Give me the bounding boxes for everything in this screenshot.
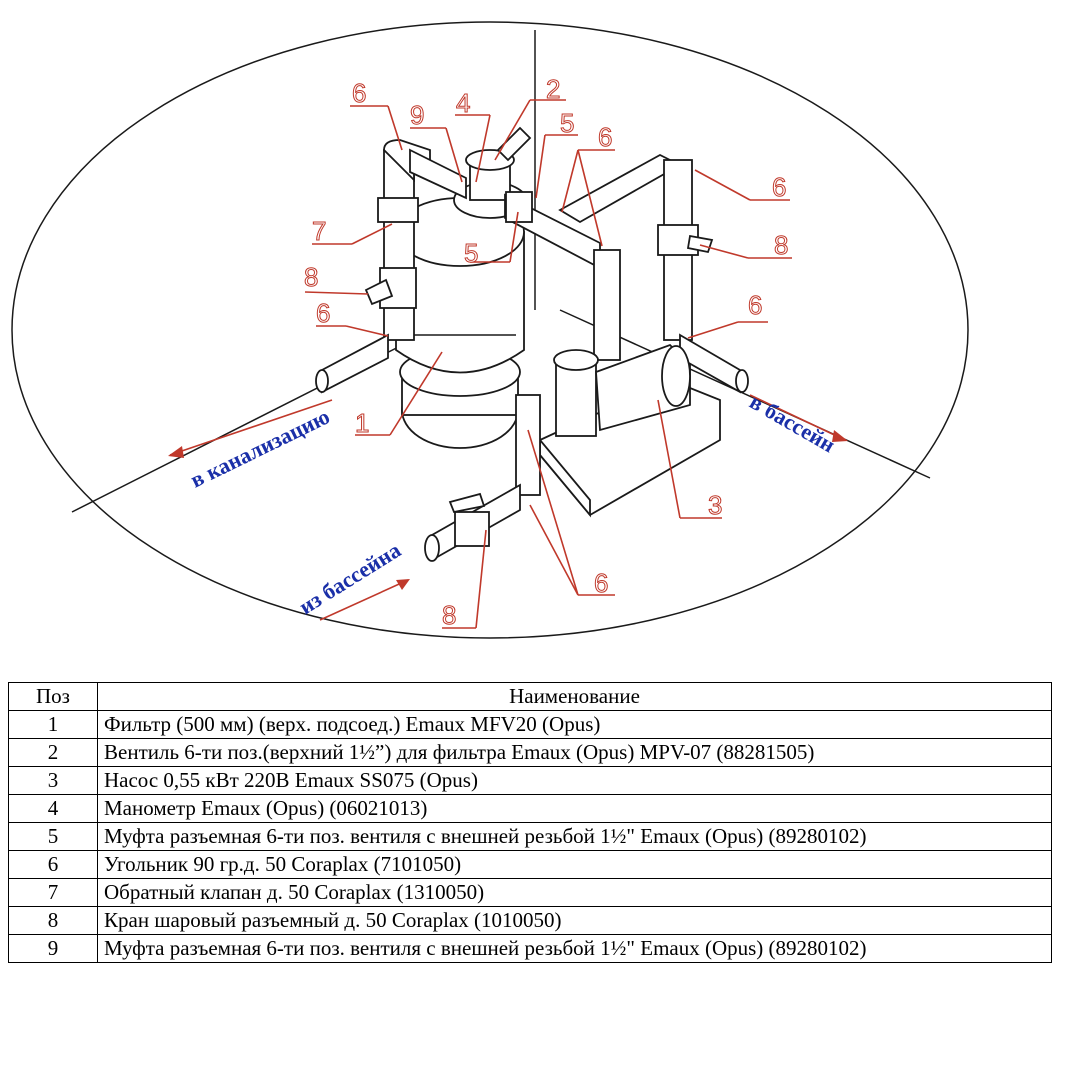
callout-8-b: 8 [304,262,318,292]
wall-line-right [559,309,931,479]
callout-4: 4 [456,88,470,118]
table-row: 9 Муфта разъемная 6-ти поз. вентиля с вн… [8,934,1052,963]
row-name: Муфта разъемная 6-ти поз. вентиля с внеш… [97,934,1052,963]
row-pos: 4 [8,794,98,823]
table-row: 2 Вентиль 6-ти поз.(верхний 1½”) для фил… [8,738,1052,767]
flow-label-to-pool: в бассейн [746,389,840,458]
row-pos: 8 [8,906,98,935]
filter-tank [395,197,525,449]
table-row: 5 Муфта разъемная 6-ти поз. вентиля с вн… [8,822,1052,851]
row-pos: 5 [8,822,98,851]
col-header-name: Наименование [97,682,1052,711]
row-pos: 9 [8,934,98,963]
row-name: Насос 0,55 кВт 220В Emaux SS075 (Opus) [97,766,1052,795]
callout-leaders [304,99,792,629]
callout-5-b: 5 [464,238,478,268]
callout-8-c: 8 [442,600,456,630]
table-row: 8 Кран шаровый разъемный д. 50 Coraplax … [8,906,1052,935]
callout-6-c: 6 [772,172,786,202]
row-name: Кран шаровый разъемный д. 50 Coraplax (1… [97,906,1052,935]
row-name: Манометр Emaux (Opus) (06021013) [97,794,1052,823]
row-pos: 1 [8,710,98,739]
pump [553,343,691,437]
callout-2: 2 [546,74,560,104]
callout-numbers: 6 9 4 2 5 6 6 7 8 5 8 6 6 1 3 6 8 [304,74,789,631]
parts-table-header-row: Поз Наименование [8,682,1052,711]
parts-table: Поз Наименование 1 Фильтр (500 мм) (верх… [8,682,1052,963]
row-name: Угольник 90 гр.д. 50 Coraplax (7101050) [97,850,1052,879]
row-pos: 6 [8,850,98,879]
floor-ellipse [11,21,969,639]
row-name: Муфта разъемная 6-ти поз. вентиля с внеш… [97,822,1052,851]
row-name: Обратный клапан д. 50 Coraplax (1310050) [97,878,1052,907]
callout-6-e: 6 [748,290,762,320]
row-pos: 7 [8,878,98,907]
table-row: 4 Манометр Emaux (Opus) (06021013) [8,794,1052,823]
table-row: 3 Насос 0,55 кВт 220В Emaux SS075 (Opus) [8,766,1052,795]
pool-filtration-diagram: 6 9 4 2 5 6 6 7 8 5 8 6 6 1 3 6 8 в кана… [11,21,969,639]
callout-6-d: 6 [316,298,330,328]
row-name: Вентиль 6-ти поз.(верхний 1½”) для фильт… [97,738,1052,767]
callout-7: 7 [312,216,326,246]
pipe-network [315,139,749,562]
row-pos: 2 [8,738,98,767]
callout-6-b: 6 [598,122,612,152]
col-header-pos: Поз [8,682,98,711]
callout-1: 1 [355,408,369,438]
callout-3: 3 [708,490,722,520]
table-row: 7 Обратный клапан д. 50 Coraplax (131005… [8,878,1052,907]
row-pos: 3 [8,766,98,795]
row-name: Фильтр (500 мм) (верх. подсоед.) Emaux M… [97,710,1052,739]
callout-5-a: 5 [560,108,574,138]
callout-6-a: 6 [352,78,366,108]
table-row: 6 Угольник 90 гр.д. 50 Coraplax (7101050… [8,850,1052,879]
flow-arrows [168,394,848,621]
table-row: 1 Фильтр (500 мм) (верх. подсоед.) Emaux… [8,710,1052,739]
callout-6-f: 6 [594,568,608,598]
callout-8-a: 8 [774,230,788,260]
ball-valve-handles [364,234,714,514]
callout-9: 9 [410,100,424,130]
